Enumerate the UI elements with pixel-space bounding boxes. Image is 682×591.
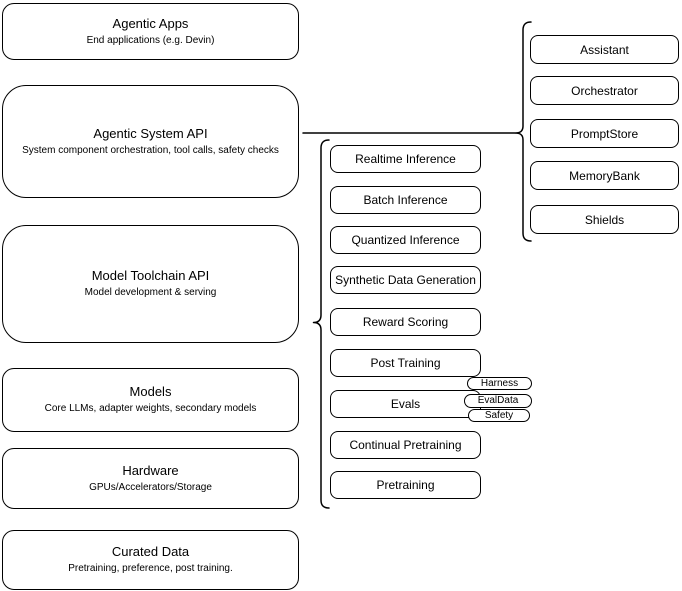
node-memorybank: MemoryBank	[530, 161, 679, 190]
node-orchestrator: Orchestrator	[530, 76, 679, 105]
node-title: Models	[129, 384, 172, 400]
node-model-toolchain-api: Model Toolchain API Model development & …	[2, 225, 299, 343]
node-title: Agentic Apps	[112, 15, 189, 31]
node-hardware: Hardware GPUs/Accelerators/Storage	[2, 448, 299, 509]
brace-system-components	[514, 21, 532, 242]
node-continual-pretraining: Continual Pretraining	[330, 431, 481, 459]
node-reward-scoring: Reward Scoring	[330, 308, 481, 336]
tag-safety: Safety	[468, 409, 530, 422]
node-post-training: Post Training	[330, 349, 481, 377]
node-subtitle: Core LLMs, adapter weights, secondary mo…	[44, 403, 257, 415]
node-shields: Shields	[530, 205, 679, 234]
node-title: Model Toolchain API	[91, 268, 210, 284]
node-subtitle: End applications (e.g. Devin)	[86, 34, 215, 46]
node-batch-inference: Batch Inference	[330, 186, 481, 214]
node-subtitle: GPUs/Accelerators/Storage	[89, 481, 212, 493]
node-promptstore: PromptStore	[530, 119, 679, 148]
node-title: Curated Data	[111, 544, 190, 560]
node-title: Hardware	[122, 462, 179, 478]
node-models: Models Core LLMs, adapter weights, secon…	[2, 368, 299, 432]
node-pretraining: Pretraining	[330, 471, 481, 499]
node-subtitle: Model development & serving	[84, 287, 217, 299]
node-curated-data: Curated Data Pretraining, preference, po…	[2, 530, 299, 590]
node-assistant: Assistant	[530, 35, 679, 64]
node-subtitle: System component orchestration, tool cal…	[22, 144, 279, 156]
brace-toolchain-components	[312, 139, 330, 509]
tag-harness: Harness	[467, 377, 532, 390]
node-realtime-inference: Realtime Inference	[330, 145, 481, 173]
node-quantized-inference: Quantized Inference	[330, 226, 481, 254]
node-title: Agentic System API	[93, 125, 208, 141]
node-subtitle: Pretraining, preference, post training.	[68, 563, 233, 575]
node-agentic-apps: Agentic Apps End applications (e.g. Devi…	[2, 3, 299, 60]
node-synthetic-data-generation: Synthetic Data Generation	[330, 266, 481, 294]
tag-evaldata: EvalData	[464, 394, 532, 408]
node-evals: Evals	[330, 390, 481, 418]
node-agentic-system-api: Agentic System API System component orch…	[2, 85, 299, 198]
